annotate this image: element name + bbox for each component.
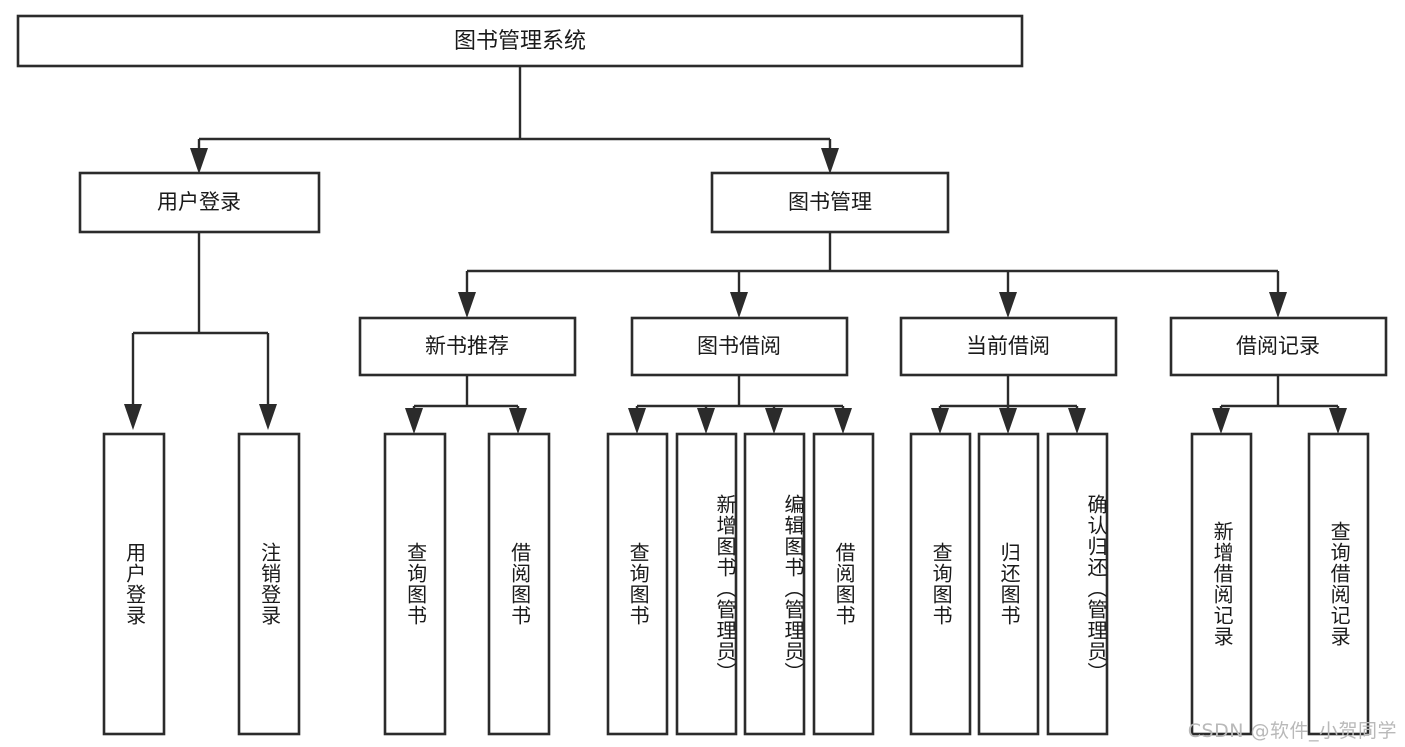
leaf-box-borrow-record-1[interactable]	[1190, 432, 1253, 736]
arrow-user-login	[190, 148, 208, 174]
node-user-login-box[interactable]	[78, 171, 321, 234]
node-book-borrow-label: 图书借阅	[697, 334, 781, 358]
node-borrow-record-label: 借阅记录	[1236, 334, 1320, 358]
arrow-user-login-child-2	[259, 404, 277, 430]
leaf-box-new-book-2[interactable]	[487, 432, 551, 736]
leaf-box-book-borrow-3[interactable]	[743, 432, 806, 736]
leaf-box-current-borrow-3[interactable]	[1046, 432, 1109, 736]
leaf-box-borrow-record-2[interactable]	[1307, 432, 1370, 736]
leaf-box-current-borrow-1[interactable]	[909, 432, 972, 736]
arrow-book-borrow-child-2	[697, 408, 715, 434]
arrow-new-book-recommend	[458, 292, 476, 318]
leaf-box-new-book-1[interactable]	[383, 432, 447, 736]
node-new-book-recommend[interactable]: 新书推荐	[358, 316, 577, 377]
node-book-manage-box[interactable]	[710, 171, 950, 234]
leaf-box-book-borrow-1[interactable]	[606, 432, 669, 736]
node-borrow-record[interactable]: 借阅记录	[1169, 316, 1388, 377]
node-current-borrow-label: 当前借阅	[966, 334, 1050, 358]
leaf-box-user-login-2[interactable]	[237, 432, 301, 736]
node-book-borrow-box[interactable]	[630, 316, 849, 377]
watermark-text: CSDN @软件_小贺同学	[1187, 720, 1397, 742]
arrow-borrow-record	[1269, 292, 1287, 318]
arrow-current-borrow	[999, 292, 1017, 318]
arrow-new-book-child-1	[405, 408, 423, 434]
node-book-borrow[interactable]: 图书借阅	[630, 316, 849, 377]
arrow-current-borrow-child-1	[931, 408, 949, 434]
arrow-current-borrow-child-2	[999, 408, 1017, 434]
node-borrow-record-box[interactable]	[1169, 316, 1388, 377]
node-book-manage-label: 图书管理	[788, 190, 872, 214]
arrow-borrow-record-child-2	[1329, 408, 1347, 434]
arrow-book-borrow	[730, 292, 748, 318]
node-root-box[interactable]	[16, 14, 1024, 68]
node-root-label: 图书管理系统	[454, 29, 586, 54]
node-current-borrow[interactable]: 当前借阅	[899, 316, 1118, 377]
arrow-current-borrow-child-3	[1068, 408, 1086, 434]
node-book-manage[interactable]: 图书管理	[710, 171, 950, 234]
node-new-book-recommend-label: 新书推荐	[425, 334, 509, 358]
arrow-user-login-child-1	[124, 404, 142, 430]
leaf-box-user-login-1[interactable]	[102, 432, 166, 736]
node-root[interactable]: 图书管理系统	[16, 14, 1024, 68]
node-user-login-label: 用户登录	[157, 190, 241, 214]
node-new-book-recommend-box[interactable]	[358, 316, 577, 377]
arrow-new-book-child-2	[509, 408, 527, 434]
node-user-login[interactable]: 用户登录	[78, 171, 321, 234]
arrow-borrow-record-child-1	[1212, 408, 1230, 434]
leaf-box-current-borrow-2[interactable]	[977, 432, 1040, 736]
arrow-book-borrow-child-4	[834, 408, 852, 434]
arrow-book-manage	[821, 148, 839, 174]
arrow-book-borrow-child-1	[628, 408, 646, 434]
node-current-borrow-box[interactable]	[899, 316, 1118, 377]
leaf-box-book-borrow-4[interactable]	[812, 432, 875, 736]
arrow-book-borrow-child-3	[765, 408, 783, 434]
leaf-box-book-borrow-2[interactable]	[675, 432, 738, 736]
